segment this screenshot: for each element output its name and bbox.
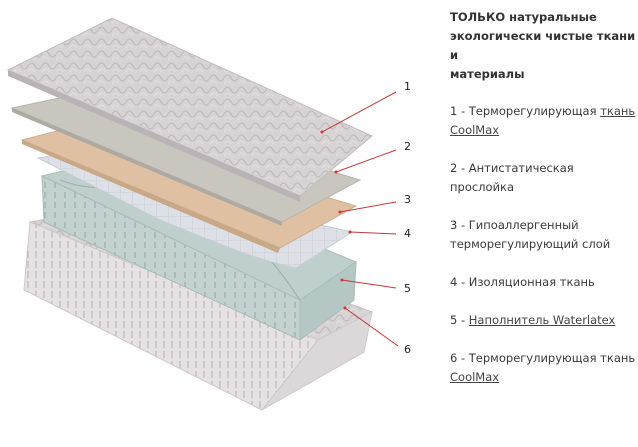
callout-lines: [320, 91, 399, 347]
legend-item-3: 3 - Гипоаллергенный терморегулирующий сл…: [450, 216, 636, 254]
layers-legend: ТОЛЬКО натуральные экологически чистые т…: [450, 8, 636, 406]
legend-item-1: 1 - Терморегулирующая ткань CoolMax: [450, 102, 636, 140]
callout-line-5: [341, 279, 397, 289]
legend-item-5: 5 - Наполнитель Waterlatex: [450, 311, 636, 330]
legend-text: 4 - Изоляционная ткань: [450, 275, 595, 289]
legend-text: 5 -: [450, 313, 469, 327]
legend-link-coolmax[interactable]: CoolMax: [450, 123, 500, 137]
legend-text: 2 - Антистатическая прослойка: [450, 161, 574, 194]
legend-text: терморегулирующий слой: [450, 237, 611, 251]
callout-number-1: 1: [404, 80, 411, 93]
callout-line-6: [344, 307, 399, 347]
callout-line-2: [335, 149, 397, 173]
legend-text: 1 - Терморегулирующая: [450, 104, 601, 118]
heading-line: экологически чистые ткани и: [450, 29, 636, 62]
callout-number-2: 2: [404, 140, 411, 153]
legend-link-fabric[interactable]: ткань: [600, 104, 636, 118]
legend-text: 6 - Терморегулирующая ткань: [450, 351, 636, 365]
callout-numbers: 1 2 3 4 5 6: [404, 80, 411, 356]
legend-link-waterlatex[interactable]: Наполнитель Waterlatex: [468, 313, 616, 327]
callout-number-5: 5: [404, 282, 411, 295]
legend-item-4: 4 - Изоляционная ткань: [450, 273, 636, 292]
callout-number-6: 6: [404, 343, 411, 356]
callout-line-3: [339, 201, 397, 213]
callout-number-3: 3: [404, 193, 411, 206]
callout-number-4: 4: [404, 227, 411, 240]
legend-heading: ТОЛЬКО натуральные экологически чистые т…: [450, 8, 636, 84]
legend-item-2: 2 - Антистатическая прослойка: [450, 159, 636, 197]
callout-line-1: [321, 91, 397, 133]
layer-1-top-cover: [6, 17, 373, 202]
callout-line-4: [349, 231, 397, 235]
legend-item-6: 6 - Терморегулирующая ткань CoolMax: [450, 349, 636, 387]
heading-line: материалы: [450, 67, 525, 81]
legend-text: 3 - Гипоаллергенный: [450, 218, 579, 232]
legend-link-coolmax[interactable]: CoolMax: [450, 370, 500, 384]
heading-line: ТОЛЬКО натуральные: [450, 10, 597, 24]
